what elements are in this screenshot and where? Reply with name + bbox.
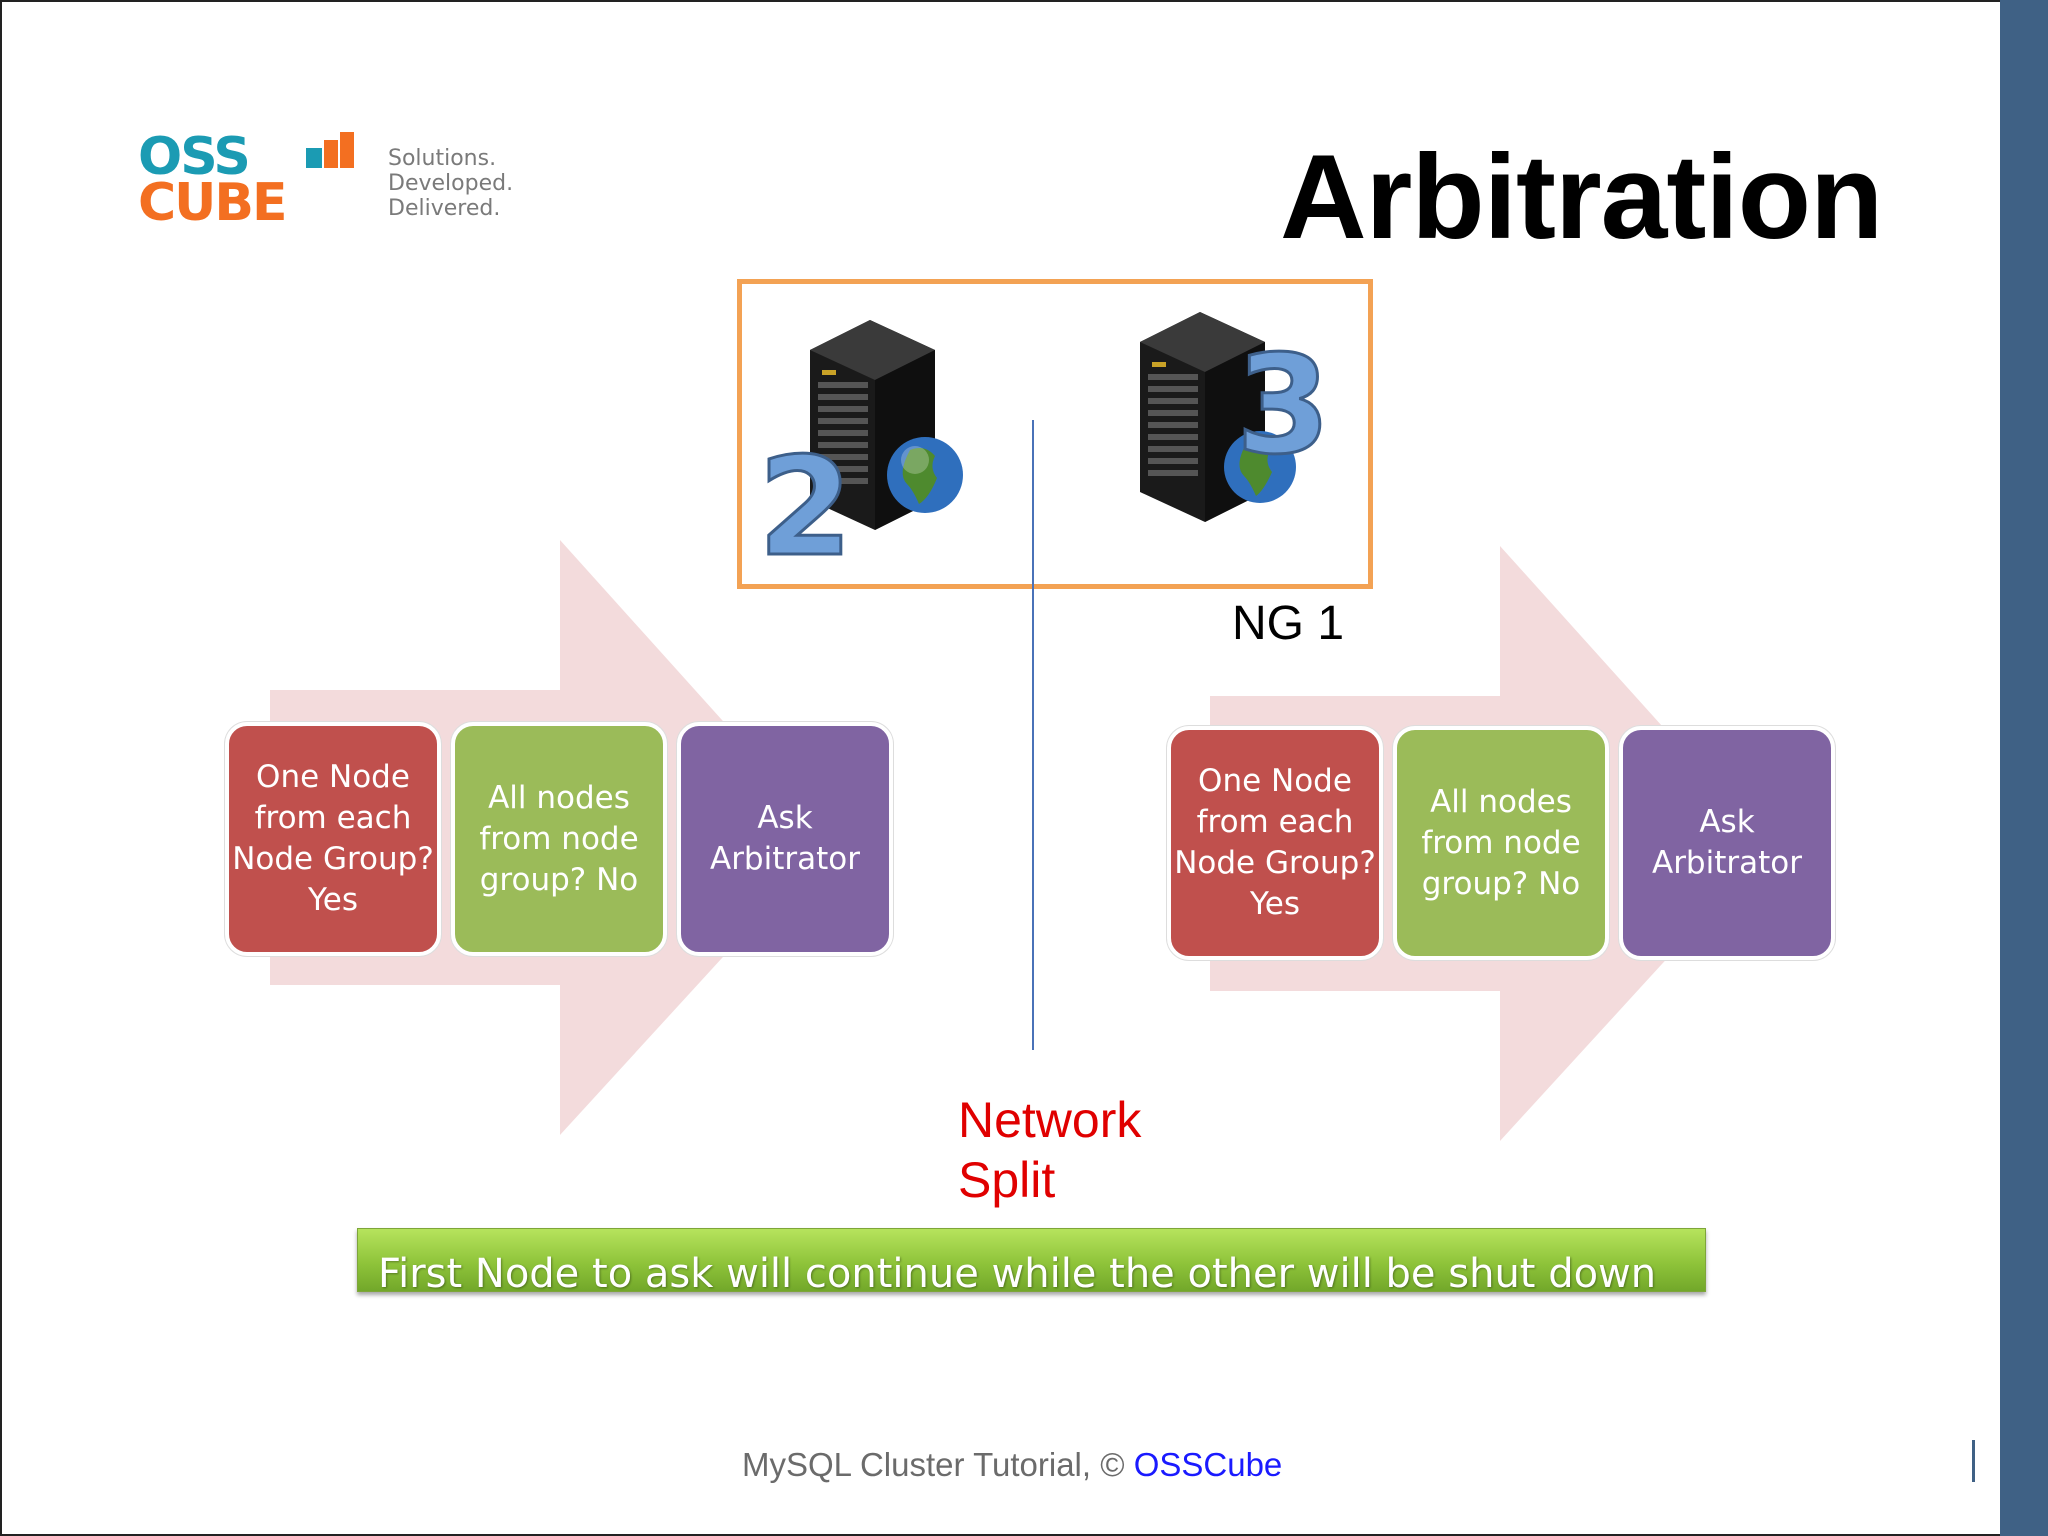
footer-brand-link[interactable]: OSSCube (1133, 1446, 1283, 1483)
process-step-ask-arbitrator: Ask Arbitrator (677, 722, 893, 956)
server-number-text: 3 (1236, 330, 1331, 470)
tagline-line: Developed. (388, 171, 514, 196)
node-group-label: NG 1 (1232, 597, 1345, 650)
network-split-line-text: Split (958, 1152, 1056, 1208)
conclusion-text: First Node to ask will continue while th… (378, 1251, 1657, 1297)
process-step-node-check: One Node from each Node Group? Yes (1167, 726, 1383, 960)
osscube-logo-icon: OSS CUBE (138, 128, 354, 228)
server-number-text: 2 (758, 430, 852, 570)
process-step-text: All nodes from node group? No (479, 779, 639, 898)
logo-bottom-text: CUBE (138, 173, 286, 228)
server-globe-icon (810, 320, 963, 530)
process-step-text: Ask Arbitrator (709, 800, 860, 877)
tagline-line: Solutions. (388, 146, 497, 171)
network-split-label: Network Split (958, 1090, 1141, 1210)
footer-text: MySQL Cluster Tutorial, © (742, 1446, 1134, 1483)
logo-top-text: OSS (138, 128, 249, 187)
conclusion-banner (357, 1228, 1706, 1292)
server-number-2: 2 (757, 430, 853, 570)
process-step-text: All nodes from node group? No (1421, 783, 1581, 902)
network-split-line-text: Network (958, 1092, 1142, 1148)
page-marker (1972, 1440, 1975, 1482)
process-step-text: Ask Arbitrator (1651, 804, 1802, 881)
process-step-ask-arbitrator: Ask Arbitrator (1619, 726, 1835, 960)
server-number-3: 3 (1235, 330, 1333, 470)
footer: MySQL Cluster Tutorial, © OSSCube (742, 1446, 1282, 1484)
slide-title: Arbitration (1280, 130, 1883, 264)
process-step-all-nodes-check: All nodes from node group? No (1393, 726, 1609, 960)
process-step-text: One Node from each Node Group? Yes (232, 759, 434, 918)
process-step-all-nodes-check: All nodes from node group? No (451, 722, 667, 956)
process-step-node-check: One Node from each Node Group? Yes (225, 722, 441, 956)
node-group-box (737, 279, 1373, 589)
tagline-line: Delivered. (388, 196, 501, 221)
server-globe-icon (1140, 312, 1296, 522)
process-step-text: One Node from each Node Group? Yes (1174, 763, 1376, 922)
network-split-line (1032, 420, 1034, 1050)
logo-tagline: Solutions. Developed. Delivered. (388, 146, 513, 221)
slide-accent-bar (2000, 0, 2048, 1536)
